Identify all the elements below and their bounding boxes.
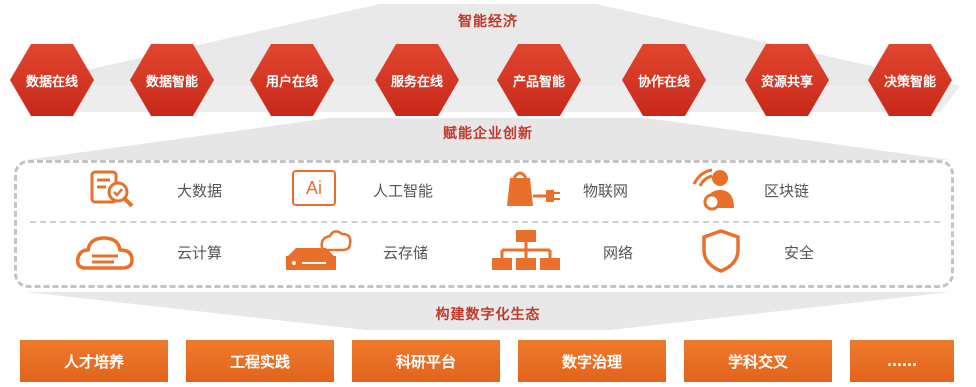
tech-label-ai: 人工智能 bbox=[373, 182, 434, 200]
hex-user-online: 用户在线 bbox=[250, 44, 334, 116]
tech-label-blockchain: 区块链 bbox=[764, 182, 810, 200]
tech-label-cloud-storage: 云存储 bbox=[383, 244, 429, 262]
hex-resource-sharing: 资源共享 bbox=[745, 44, 829, 116]
ai-icon-text: Ai bbox=[305, 177, 322, 198]
network-icon bbox=[492, 230, 560, 270]
box-talent-cultivation: 人才培养 bbox=[20, 340, 168, 382]
hex-decision-intelligence: 决策智能 bbox=[868, 44, 952, 116]
ai-icon: Ai bbox=[292, 170, 336, 206]
top-roof-shape bbox=[16, 4, 960, 112]
hex-data-intelligence: 数据智能 bbox=[130, 44, 214, 116]
tech-label-security: 安全 bbox=[784, 244, 815, 262]
iot-plug-icon bbox=[507, 171, 560, 206]
blockchain-icon bbox=[692, 168, 734, 211]
hex-product-intelligence: 产品智能 bbox=[497, 44, 581, 116]
big-data-icon bbox=[90, 170, 134, 208]
hex-service-online: 服务在线 bbox=[375, 44, 459, 116]
hex-data-online: 数据在线 bbox=[10, 44, 94, 116]
security-shield-icon bbox=[702, 229, 740, 273]
hex-collaboration-online: 协作在线 bbox=[622, 44, 706, 116]
box-research-platform: 科研平台 bbox=[352, 340, 500, 382]
cloud-storage-icon bbox=[286, 230, 352, 270]
tech-label-big-data: 大数据 bbox=[177, 182, 223, 200]
layer-title-smart-economy: 智能经济 bbox=[458, 14, 518, 30]
layer-title-digital-ecosystem: 构建数字化生态 bbox=[435, 307, 541, 323]
tech-row-divider bbox=[30, 221, 940, 223]
box-digital-governance: 数字治理 bbox=[518, 340, 666, 382]
box-engineering-practice: 工程实践 bbox=[186, 340, 334, 382]
box-interdisciplinary: 学科交叉 bbox=[684, 340, 832, 382]
tech-label-iot: 物联网 bbox=[583, 182, 629, 200]
tech-platform-box bbox=[14, 160, 954, 288]
cloud-computing-icon bbox=[75, 236, 134, 270]
tech-label-network: 网络 bbox=[603, 244, 634, 262]
tech-label-cloud-computing: 云计算 bbox=[177, 244, 223, 262]
layer-title-empower-enterprise: 赋能企业创新 bbox=[443, 126, 533, 142]
box-more-ellipsis: …… bbox=[850, 340, 954, 382]
